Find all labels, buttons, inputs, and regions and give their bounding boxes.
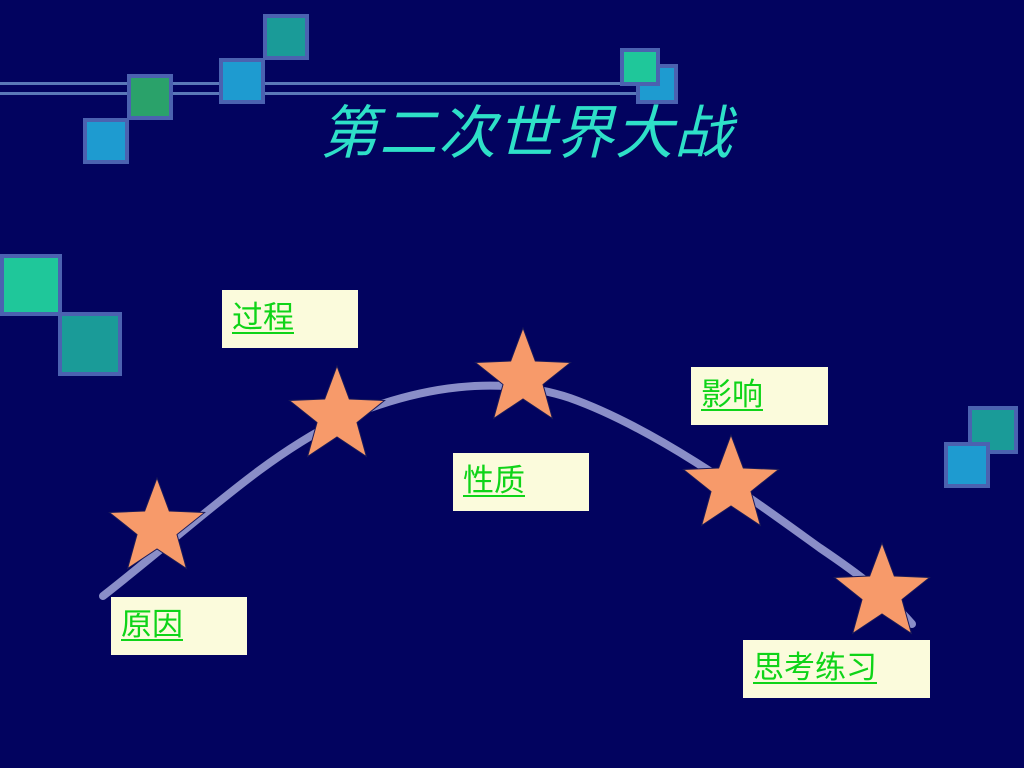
link-exercises[interactable]: 思考练习	[753, 650, 877, 686]
decor-square	[83, 118, 129, 164]
timeline-curve	[99, 381, 916, 628]
link-impact[interactable]: 影响	[701, 377, 763, 413]
star-icon	[474, 326, 572, 420]
decor-square	[0, 254, 62, 316]
decor-square	[58, 312, 122, 376]
link-box-impact[interactable]: 影响	[691, 367, 828, 425]
decor-square	[263, 14, 309, 60]
decor-square	[620, 48, 660, 86]
decor-square	[944, 442, 990, 488]
decor-line	[0, 82, 640, 85]
star-icon	[108, 476, 206, 570]
star-icon	[288, 364, 386, 458]
decor-square	[219, 58, 265, 104]
link-cause[interactable]: 原因	[121, 607, 183, 643]
link-box-nature[interactable]: 性质	[453, 453, 589, 511]
link-nature[interactable]: 性质	[463, 463, 525, 499]
link-box-exercises[interactable]: 思考练习	[743, 640, 930, 698]
decor-square	[127, 74, 173, 120]
link-box-process[interactable]: 过程	[222, 290, 358, 348]
star-icon	[833, 541, 931, 635]
decor-line	[0, 92, 640, 95]
link-box-cause[interactable]: 原因	[111, 597, 247, 655]
decor-square	[968, 406, 1018, 454]
star-icon	[682, 433, 780, 527]
link-process[interactable]: 过程	[232, 300, 294, 336]
slide-title: 第二次世界大战	[320, 99, 734, 167]
